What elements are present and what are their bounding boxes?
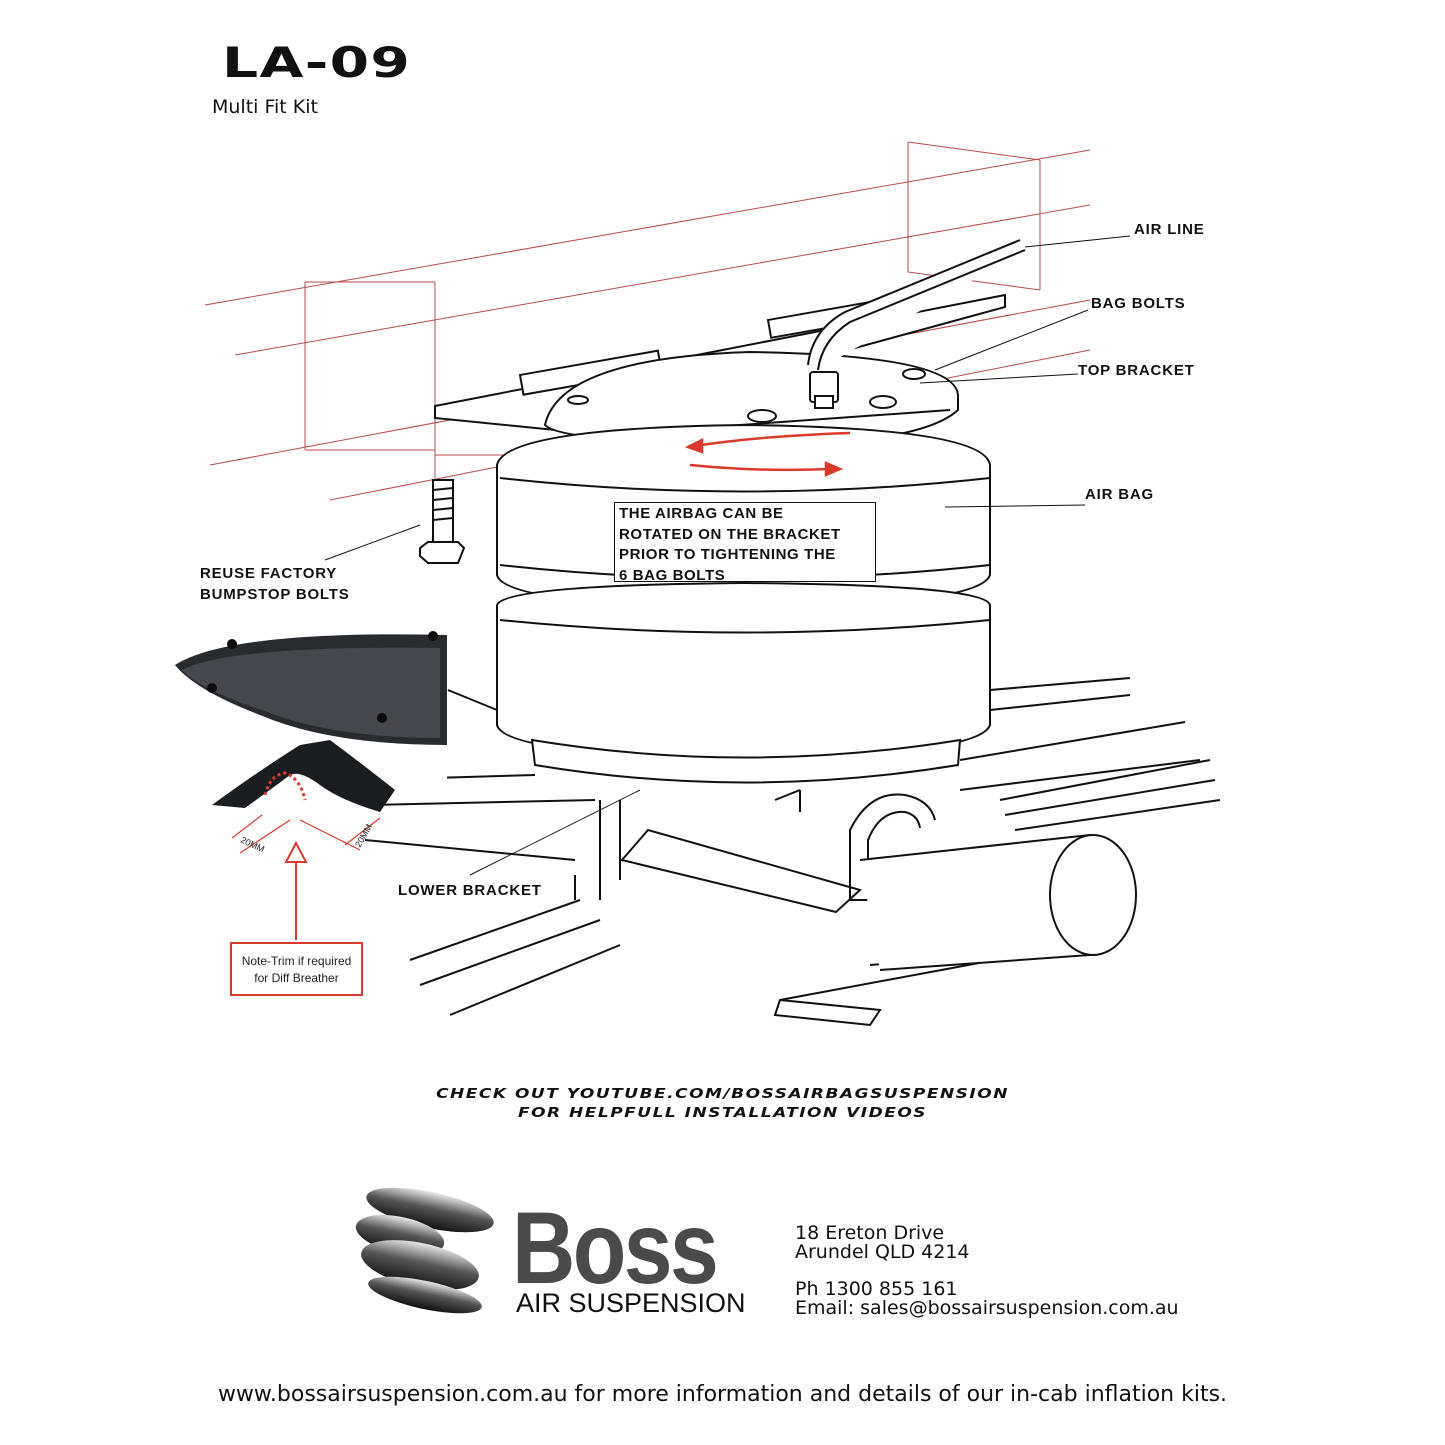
rotate-note-box: THE AIRBAG CAN BE ROTATED ON THE BRACKET… [614,502,876,584]
contact-email: Email: sales@bossairsuspension.com.au [795,1297,1179,1319]
callout-reuse-line1: REUSE FACTORY [200,565,338,582]
kit-subtitle: Multi Fit Kit [212,96,318,118]
callout-bag-bolts: BAG BOLTS [1091,295,1186,312]
callout-air-line: AIR LINE [1134,221,1205,238]
callout-reuse-bolts: REUSE FACTORY BUMPSTOP BOLTS [200,563,350,605]
lower-structure [364,677,1221,1027]
rotate-note-line1: THE AIRBAG CAN BE [619,505,784,522]
trim-note-box: Note-Trim if required for Diff Breather [230,942,363,996]
top-bracket-disk [543,350,959,447]
trim-note-line1: Note-Trim if required [241,954,352,968]
leader-lines [324,235,1131,876]
bumpstop-bolt [419,479,466,564]
footer-text: www.bossairsuspension.com.au for more in… [217,1382,1228,1407]
rotation-arrows [684,431,851,477]
rotate-note-line4: 6 BAG BOLTS [619,566,726,584]
brand-name: Boss [512,1191,719,1305]
contact-phone: Ph 1300 855 161 [795,1278,958,1300]
callout-lower-bracket: LOWER BRACKET [398,882,542,899]
rotate-note-line3: PRIOR TO TIGHTENING THE [619,546,836,563]
youtube-line1: CHECK OUT YOUTUBE.COM/BOSSAIRBAGSUSPENSI… [436,1086,1009,1102]
detail-photo [165,631,447,812]
callout-reuse-line2: BUMPSTOP BOLTS [200,586,350,603]
boss-logo-mark [355,1187,494,1314]
youtube-line2: FOR HELPFULL INSTALLATION VIDEOS [517,1105,928,1121]
dimension-markers [231,814,381,854]
axle-tube [859,833,1137,971]
callout-top-bracket: TOP BRACKET [1078,362,1195,379]
contact-address2: Arundel QLD 4214 [795,1241,970,1263]
note-arrow [284,840,308,940]
callout-air-bag: AIR BAG [1085,486,1154,503]
contact-address1: 18 Ereton Drive [795,1222,945,1244]
air-bag-lower [496,581,991,784]
rotate-note-line2: ROTATED ON THE BRACKET [619,525,841,543]
trim-note-line2: for Diff Breather [254,971,339,985]
air-line [807,239,1026,409]
bag-bolts [567,368,926,423]
kit-title: LA-09 [222,38,412,87]
brand-tagline: AIR SUSPENSION [516,1288,746,1318]
u-bolts [849,793,936,901]
